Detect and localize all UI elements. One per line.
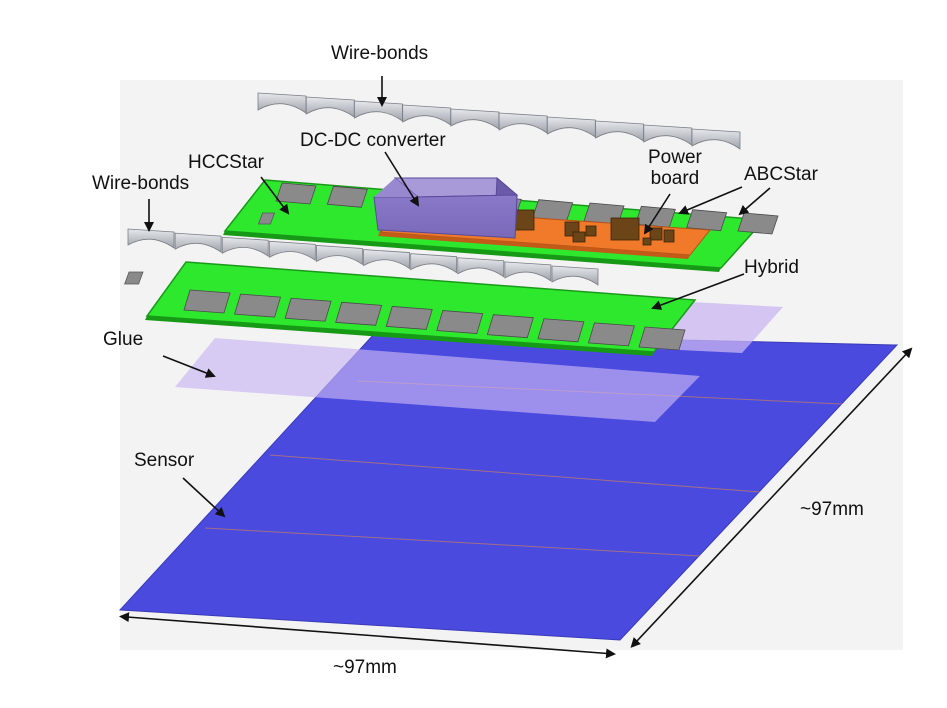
- wirebonds-upper: [257, 92, 741, 150]
- abcstar-chip: [737, 212, 779, 235]
- wirebond-left-segment: [316, 245, 363, 266]
- abcstar-chip: [537, 318, 585, 343]
- hccstar-chip: [257, 212, 276, 225]
- abcstar-chip: [275, 182, 317, 205]
- wirebond-left-segment: [457, 257, 505, 278]
- dimension-width-arrow: [119, 612, 616, 659]
- arrow-abcstar-1: [678, 186, 743, 215]
- abcstar-chip: [532, 199, 574, 222]
- glue-sheet-left: [175, 338, 700, 422]
- abcstar-chip: [486, 314, 534, 339]
- abcstar-chip: [385, 306, 433, 330]
- abcstar-chip: [234, 293, 282, 318]
- dimension-depth-arrow: [630, 347, 913, 648]
- abcstar-chip: [436, 310, 484, 334]
- label-dimension-depth: ~97mm: [800, 499, 864, 520]
- wirebond-left-segment: [551, 265, 599, 286]
- callout-arrows: [119, 76, 913, 659]
- wirebond-left-segment: [410, 253, 458, 274]
- arrow-power-board: [643, 193, 671, 235]
- arrow-dcdc: [384, 151, 420, 207]
- dcdc-converter: [373, 176, 519, 240]
- label-abcstar: ABCStar: [744, 164, 818, 185]
- abcstar-chip: [326, 185, 368, 208]
- label-dcdc-converter: DC-DC converter: [300, 130, 446, 151]
- label-wirebonds-left: Wire-bonds: [92, 173, 190, 194]
- arrow-hybrid: [651, 273, 745, 310]
- wirebond-left-segment: [504, 261, 552, 282]
- abcstar-chip: [284, 297, 332, 322]
- arrow-hccstar: [260, 176, 290, 215]
- label-hybrid: Hybrid: [744, 257, 799, 278]
- wirebond-left-segment: [221, 236, 269, 257]
- arrow-sensor: [182, 477, 226, 518]
- label-power-board-line1: Power: [648, 147, 702, 168]
- abcstar-chip: [183, 289, 231, 314]
- wirebonds-lower: [127, 228, 599, 286]
- abcstar-chip: [686, 209, 728, 232]
- label-sensor: Sensor: [134, 450, 195, 471]
- wirebond-left-segment: [127, 228, 175, 249]
- abcstar-chip: [587, 322, 635, 347]
- label-power-board: Power board: [648, 147, 702, 190]
- label-wirebonds-top: Wire-bonds: [331, 43, 429, 64]
- wirebond-left-segment: [363, 249, 410, 270]
- label-dimension-width: ~97mm: [333, 657, 397, 678]
- hccstar-chip-lower: [124, 271, 144, 285]
- wirebond-left-segment: [268, 240, 316, 262]
- wirebond-left-segment: [174, 232, 222, 253]
- arrow-glue: [162, 355, 216, 378]
- abcstar-chip: [638, 326, 686, 351]
- abcstar-chips-lower: [183, 289, 686, 351]
- wirebond-top-segment: [691, 128, 741, 150]
- label-power-board-line2: board: [650, 167, 700, 189]
- abcstar-chip: [335, 301, 383, 326]
- arrow-abcstar-2: [738, 187, 771, 216]
- label-hccstar: HCCStar: [188, 152, 265, 173]
- label-glue: Glue: [103, 329, 144, 350]
